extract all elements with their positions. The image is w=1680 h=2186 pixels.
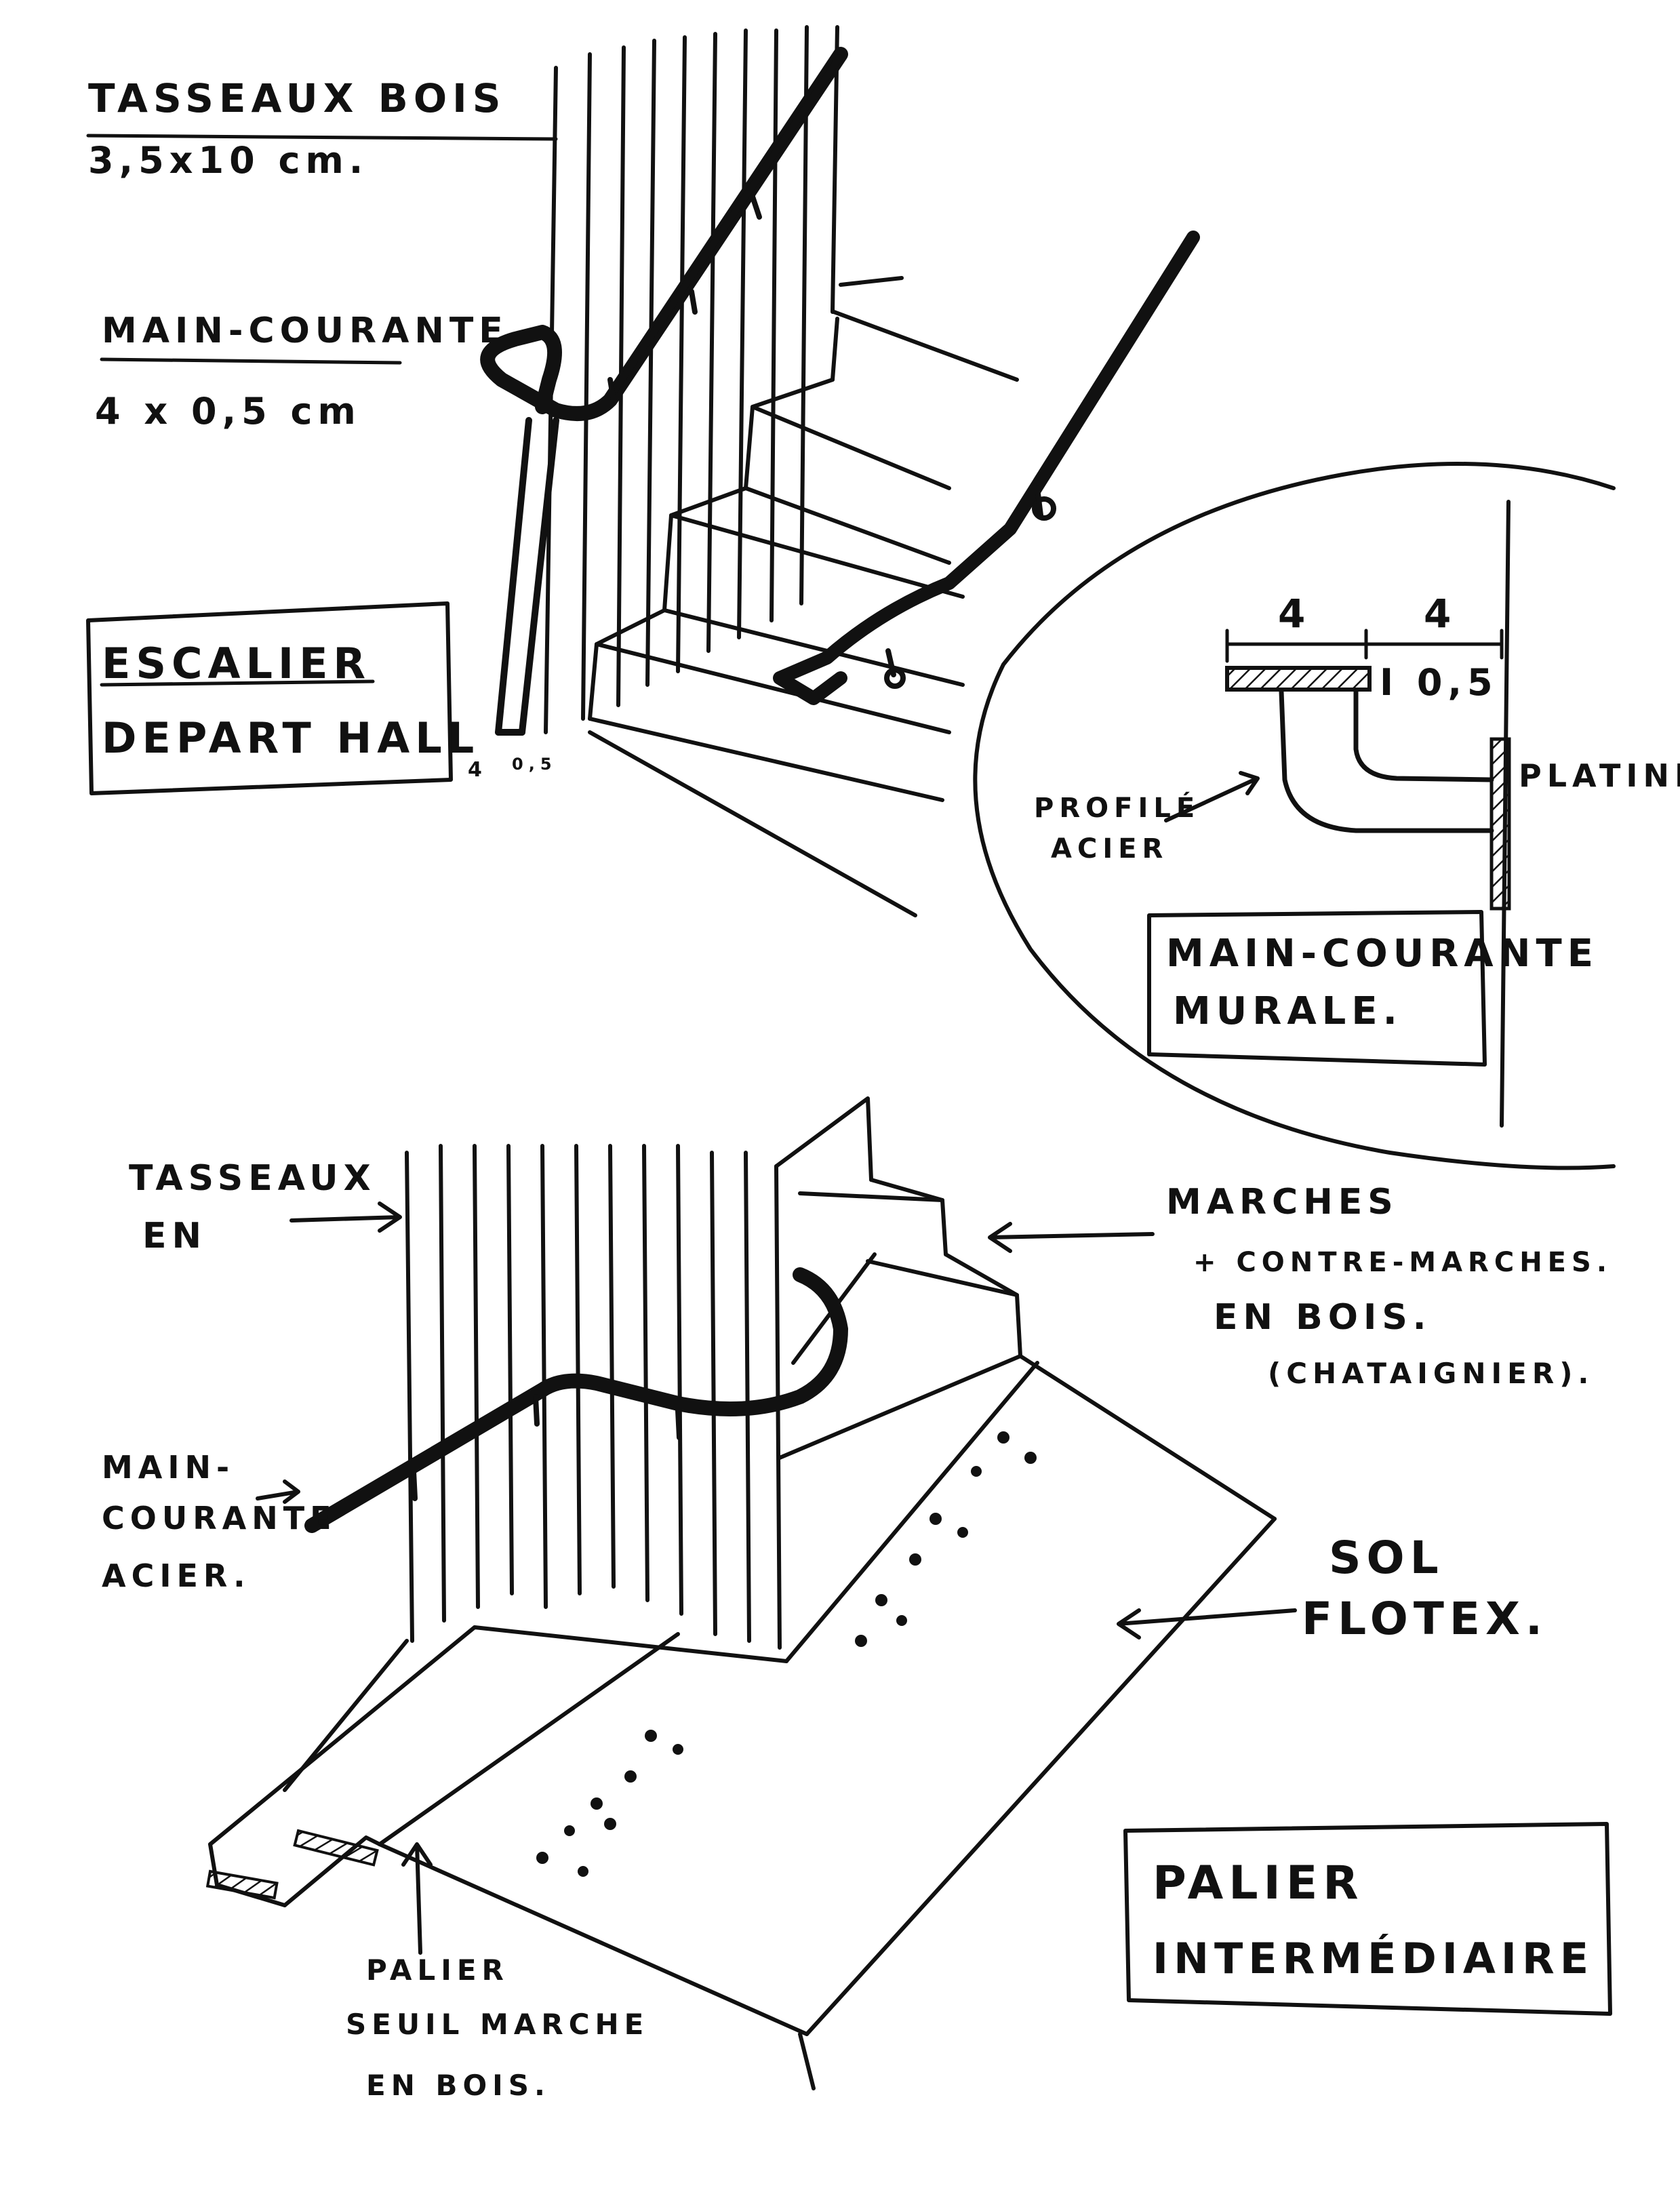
label-main-courante-lower: MAIN- COURANTE ACIER. [102, 1449, 337, 1594]
label-line: PALIER [366, 1953, 509, 1987]
title-underline [100, 679, 375, 687]
wood-battens-lower [405, 1144, 782, 1650]
arrow-marches [988, 1222, 1155, 1253]
label-line: SOL [1329, 1532, 1444, 1584]
label-line: EN [142, 1216, 207, 1256]
dim-label: I 0,5 [1380, 661, 1498, 704]
arrow-palier [401, 1842, 433, 1955]
handrail-brackets-lower [411, 1394, 682, 1501]
label-platine: PLATINE [1519, 757, 1680, 794]
label-sol-flotex: SOL FLOTEX. [1117, 1532, 1548, 1645]
detail-bubble: 4 4 I 0,5 PLATINE PROFILÉ ACIER MAIN-COU… [973, 462, 1680, 1170]
label-line: ACIER. [102, 1557, 251, 1594]
dim-label: 0,5 [512, 755, 557, 774]
dim-label: 4 [1424, 591, 1456, 637]
stair-steps-lower [774, 1096, 1039, 1663]
dim-label: 4 [468, 758, 487, 782]
title-line: DEPART HALL [102, 713, 479, 763]
label-line: 4 x 0,5 cm [95, 390, 361, 433]
label-line: SEUIL MARCHE [346, 2008, 649, 2041]
handrail-stair-upper [773, 231, 1200, 705]
title-line: PALIER [1153, 1856, 1364, 1910]
label-line: (CHATAIGNIER). [1268, 1357, 1594, 1390]
title-box-escalier: ESCALIER DEPART HALL [86, 601, 479, 795]
arrow-sol [1117, 1608, 1297, 1640]
platine-plate [1489, 737, 1511, 911]
label-line: COURANTE [102, 1500, 337, 1536]
arrow-profile [1164, 771, 1260, 822]
dimension-line [1225, 629, 1504, 663]
label-main-courante-upper: MAIN-COURANTE 4 x 0,5 cm [95, 311, 508, 433]
lower-landing-view: TASSEAUX EN MARCHES + CONTRE-MARCHES. EN… [102, 1096, 1612, 2102]
title-frame [1123, 1822, 1612, 2016]
arrow-main-courante [256, 1479, 300, 1504]
landing-floor [208, 1354, 1277, 2090]
stair-steps-upper [588, 276, 1019, 917]
title-line: ESCALIER [102, 639, 371, 688]
label-line: TASSEAUX BOIS [88, 75, 506, 121]
steel-profile-outer [1279, 689, 1494, 833]
title-line: MAIN-COURANTE [1166, 932, 1599, 976]
label-tasseaux-bois: TASSEAUX BOIS 3,5x10 cm. [86, 75, 558, 182]
label-marches: MARCHES + CONTRE-MARCHES. EN BOIS. (CHAT… [988, 1182, 1612, 1390]
label-line: MARCHES [1166, 1182, 1399, 1223]
step-edge-hatched [205, 1869, 279, 1900]
label-line: TASSEAUX [129, 1158, 376, 1199]
arrow-tasseaux [289, 1201, 402, 1233]
handrail-lower [304, 1267, 848, 1533]
leader-line [86, 134, 558, 141]
handrail-brackets-upper [607, 194, 1056, 689]
handrail-wall-upper [480, 47, 848, 421]
label-line: EN BOIS. [366, 2069, 551, 2102]
label-line: EN BOIS. [1214, 1297, 1432, 1338]
label-line: MAIN-COURANTE [102, 311, 508, 351]
dim-label: 4 [1278, 591, 1311, 637]
label-line: + CONTRE-MARCHES. [1193, 1247, 1612, 1278]
label-line: MAIN- [102, 1449, 235, 1486]
title-frame [1147, 910, 1487, 1067]
label-line: 3,5x10 cm. [88, 139, 368, 182]
sill-hatched [293, 1829, 379, 1867]
label-palier-seuil: PALIER SEUIL MARCHE EN BOIS. [346, 1842, 649, 2102]
upper-stair-view: TASSEAUX BOIS 3,5x10 cm. MAIN-COURANTE 4… [86, 25, 1200, 917]
newel-post [495, 417, 559, 736]
handrail-section-hatched [1225, 666, 1372, 692]
handrail-highlight [607, 54, 843, 400]
title-line: MURALE. [1173, 989, 1403, 1033]
title-frame [86, 601, 453, 795]
wood-battens-upper [544, 25, 839, 734]
label-line: ACIER [1051, 833, 1168, 865]
label-line: PROFILÉ [1034, 791, 1200, 824]
title-box-palier: PALIER INTERMÉDIAIRE [1123, 1822, 1612, 2016]
steel-profile-inner [1353, 689, 1494, 782]
leader-line [100, 357, 402, 365]
bubble-outline [973, 462, 1616, 1170]
label-tasseaux-en: TASSEAUX EN [129, 1158, 402, 1256]
title-line: INTERMÉDIAIRE [1153, 1934, 1594, 1983]
label-line: FLOTEX. [1302, 1593, 1548, 1645]
flotex-texture [536, 1431, 1037, 1877]
